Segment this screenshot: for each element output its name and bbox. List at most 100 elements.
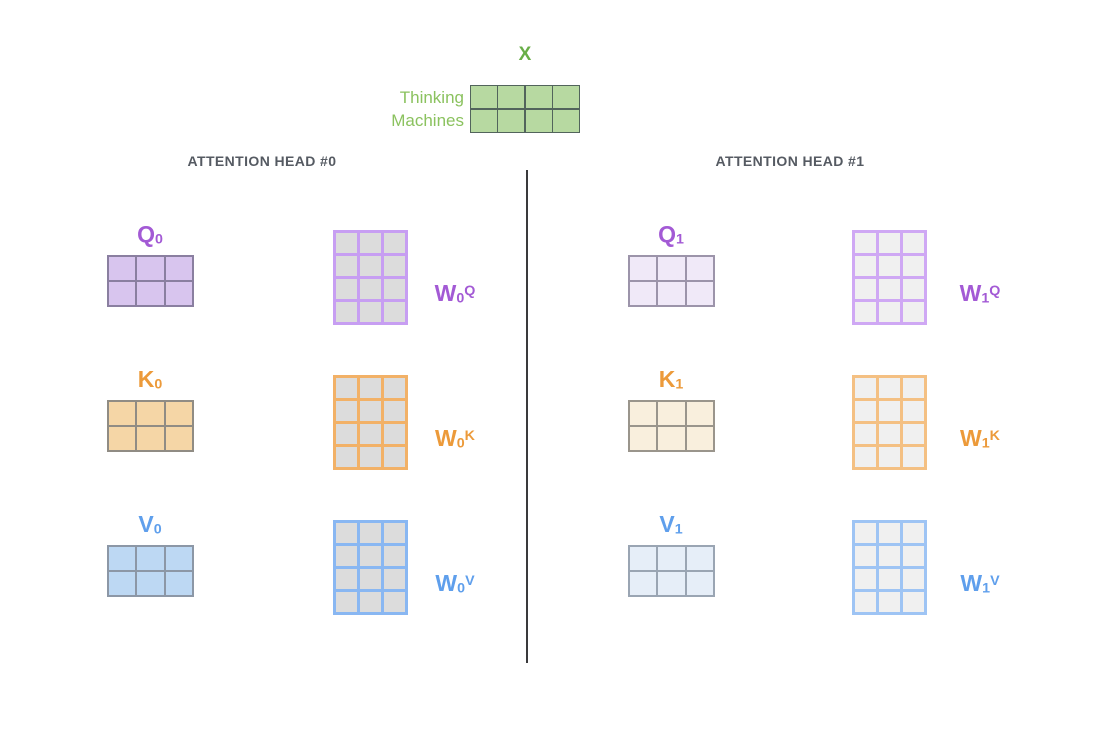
- matrix-cell: [903, 302, 924, 322]
- w0v-matrix: [333, 520, 408, 615]
- matrix-cell: [336, 378, 357, 398]
- matrix-cell: [879, 523, 900, 543]
- matrix-cell: [630, 282, 657, 305]
- matrix-cell: [137, 257, 164, 280]
- w1k-label: W1K: [960, 424, 1000, 452]
- v1-label: V1: [659, 511, 683, 538]
- matrix-cell: [471, 86, 497, 109]
- matrix-cell: [165, 282, 192, 305]
- matrix-cell: [903, 378, 924, 398]
- matrix-cell: [384, 233, 405, 253]
- matrix-cell: [384, 447, 405, 467]
- matrix-cell: [903, 523, 924, 543]
- token-label-thinking: Thinking: [399, 88, 464, 107]
- matrix-cell: [165, 257, 192, 280]
- matrix-cell: [498, 86, 525, 109]
- head-divider-line: [526, 170, 528, 663]
- k1-label: K1: [658, 366, 684, 393]
- matrix-cell: [360, 279, 381, 299]
- matrix-cell: [336, 569, 357, 589]
- matrix-cell: [879, 401, 900, 421]
- q1-label: Q1: [658, 221, 684, 248]
- v0-label: V0: [138, 511, 162, 538]
- matrix-cell: [165, 547, 192, 570]
- matrix-cell: [658, 547, 685, 570]
- matrix-cell: [855, 523, 876, 543]
- matrix-cell: [336, 233, 357, 253]
- matrix-cell: [553, 86, 579, 109]
- matrix-cell: [658, 282, 685, 305]
- w1v-label: W1V: [960, 569, 1000, 597]
- matrix-cell: [879, 233, 900, 253]
- token-label-machines: Machines: [391, 111, 464, 130]
- input-embedding-matrix: [470, 85, 580, 133]
- matrix-cell: [658, 427, 685, 450]
- matrix-cell: [630, 257, 657, 280]
- matrix-cell: [109, 282, 136, 305]
- attention-head-1-title: ATTENTION HEAD #1: [715, 153, 865, 169]
- w0k-label: W0K: [435, 424, 475, 452]
- matrix-cell: [686, 282, 713, 305]
- k1-matrix: [628, 400, 715, 452]
- matrix-cell: [137, 402, 164, 425]
- matrix-cell: [686, 427, 713, 450]
- matrix-cell: [336, 592, 357, 612]
- matrix-cell: [137, 427, 164, 450]
- v0-matrix: [107, 545, 194, 597]
- w0v-label: W0V: [435, 569, 475, 597]
- q0-matrix: [107, 255, 194, 307]
- matrix-cell: [336, 523, 357, 543]
- v1-matrix: [628, 545, 715, 597]
- matrix-cell: [903, 447, 924, 467]
- matrix-cell: [165, 427, 192, 450]
- matrix-cell: [879, 592, 900, 612]
- matrix-cell: [360, 569, 381, 589]
- matrix-cell: [903, 233, 924, 253]
- matrix-cell: [658, 572, 685, 595]
- w0k-matrix: [333, 375, 408, 470]
- matrix-cell: [855, 378, 876, 398]
- w0q-matrix: [333, 230, 408, 325]
- input-x-label: X: [518, 44, 532, 65]
- matrix-cell: [903, 569, 924, 589]
- matrix-cell: [686, 257, 713, 280]
- matrix-cell: [384, 302, 405, 322]
- matrix-cell: [109, 572, 136, 595]
- matrix-cell: [855, 546, 876, 566]
- matrix-cell: [879, 569, 900, 589]
- matrix-cell: [109, 427, 136, 450]
- matrix-cell: [384, 401, 405, 421]
- matrix-cell: [336, 256, 357, 276]
- matrix-cell: [137, 547, 164, 570]
- attention-head-0-title: ATTENTION HEAD #0: [187, 153, 337, 169]
- matrix-cell: [360, 233, 381, 253]
- matrix-cell: [336, 424, 357, 444]
- k0-matrix: [107, 400, 194, 452]
- matrix-cell: [525, 86, 552, 109]
- matrix-cell: [879, 447, 900, 467]
- matrix-cell: [360, 401, 381, 421]
- matrix-cell: [360, 523, 381, 543]
- q1-matrix: [628, 255, 715, 307]
- matrix-cell: [384, 569, 405, 589]
- matrix-cell: [855, 401, 876, 421]
- matrix-cell: [553, 109, 579, 132]
- w1v-matrix: [852, 520, 927, 615]
- matrix-cell: [360, 256, 381, 276]
- matrix-cell: [658, 257, 685, 280]
- matrix-cell: [855, 256, 876, 276]
- matrix-cell: [109, 547, 136, 570]
- matrix-cell: [855, 447, 876, 467]
- matrix-cell: [165, 572, 192, 595]
- matrix-cell: [903, 401, 924, 421]
- matrix-cell: [384, 523, 405, 543]
- matrix-cell: [336, 447, 357, 467]
- matrix-cell: [658, 402, 685, 425]
- matrix-cell: [165, 402, 192, 425]
- matrix-cell: [879, 256, 900, 276]
- matrix-cell: [336, 546, 357, 566]
- matrix-cell: [471, 109, 497, 132]
- matrix-cell: [686, 402, 713, 425]
- matrix-cell: [879, 546, 900, 566]
- matrix-cell: [384, 279, 405, 299]
